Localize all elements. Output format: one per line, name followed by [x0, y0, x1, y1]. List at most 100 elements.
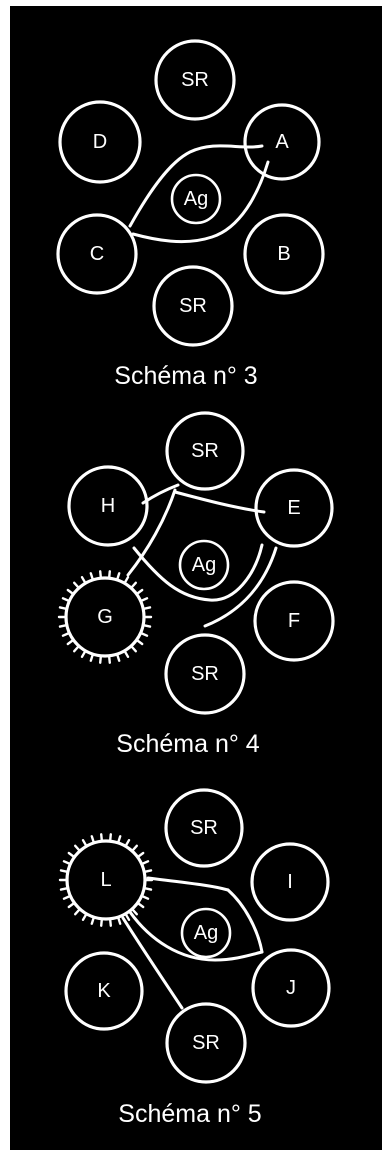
link-i-to-j [226, 888, 264, 954]
spike-mark [130, 844, 139, 853]
link-l-to-j-arc [128, 910, 264, 962]
spike-ring [58, 833, 154, 927]
spike-mark [116, 835, 122, 845]
node-label: C [90, 243, 104, 265]
spike-mark [81, 912, 88, 921]
node-label: K [97, 980, 111, 1002]
node-i: I [250, 842, 330, 922]
schema-caption: Schéma n° 4 [116, 730, 260, 758]
spike-mark [115, 572, 121, 582]
spike-mark [107, 654, 112, 664]
spike-mark [115, 652, 121, 662]
link-l-to-i [146, 876, 230, 892]
node-label: D [93, 131, 107, 153]
spike-mark [59, 869, 70, 874]
schema-caption: Schéma n° 3 [114, 362, 257, 390]
link-h-to-e-arc [132, 543, 264, 602]
spike-mark [98, 654, 103, 664]
spike-ring [57, 570, 153, 664]
node-label: B [277, 243, 290, 265]
spike-mark [99, 917, 104, 927]
node-label: F [288, 610, 300, 632]
schema-5: SR L I Ag K J [58, 788, 331, 1128]
spike-mark [81, 839, 88, 848]
node-label: L [100, 869, 111, 891]
spike-mark [140, 894, 150, 900]
link-e-to-f-arc [203, 546, 278, 628]
spike-mark [62, 860, 72, 866]
spike-mark [59, 886, 70, 891]
node-label: H [101, 495, 115, 517]
spike-mark [72, 581, 81, 590]
spike-mark [67, 851, 76, 859]
node-ag: Ag [170, 173, 222, 225]
node-f: F [253, 580, 335, 662]
spike-mark [61, 631, 71, 637]
node-label: G [97, 606, 113, 628]
node-label: Ag [184, 188, 208, 210]
node-ag: Ag [178, 539, 230, 591]
node-label: SR [181, 69, 209, 91]
spike-mark [89, 572, 95, 582]
spike-mark [116, 915, 122, 925]
spike-mark [136, 901, 145, 909]
spike-mark [142, 869, 153, 874]
spike-mark [139, 597, 149, 603]
node-sr-top: SR [165, 411, 245, 491]
node-g-spiked: G [57, 570, 153, 664]
node-label: J [286, 977, 296, 999]
spike-mark [124, 912, 131, 921]
spike-mark [80, 649, 87, 658]
node-ag: Ag [180, 907, 232, 959]
spike-mark [66, 638, 75, 646]
spike-mark [99, 833, 104, 843]
schema-5-links [121, 876, 264, 1010]
spike-mark [73, 907, 82, 916]
link-a-to-c-lower [131, 160, 270, 244]
node-b: B [243, 213, 325, 295]
node-e: E [254, 468, 334, 548]
spike-mark [129, 644, 138, 653]
spike-mark [62, 894, 72, 900]
node-l-spiked: L [58, 833, 154, 927]
spike-mark [124, 839, 131, 848]
spike-mark [89, 652, 95, 662]
spike-mark [66, 588, 75, 596]
spike-mark [141, 606, 152, 611]
spike-mark [130, 907, 139, 916]
node-label: SR [192, 1032, 220, 1054]
node-sr-bottom: SR [152, 265, 234, 347]
spike-mark [123, 649, 130, 658]
spike-mark [123, 576, 130, 585]
node-sr-bottom: SR [165, 1002, 247, 1084]
node-label: E [287, 497, 300, 519]
spike-mark [135, 638, 144, 646]
spike-mark [98, 570, 103, 580]
spike-mark [135, 588, 144, 596]
spike-mark [80, 576, 87, 585]
spike-mark [136, 851, 145, 859]
spike-mark [73, 844, 82, 853]
spike-mark [139, 631, 149, 637]
node-h: H [67, 465, 149, 547]
node-label: SR [191, 440, 219, 462]
spike-mark [129, 581, 138, 590]
node-j: J [251, 948, 331, 1028]
link-e-to-sr [173, 490, 266, 514]
node-label: SR [179, 295, 207, 317]
spike-mark [108, 833, 113, 843]
spike-mark [67, 901, 76, 909]
schema-3: SR D A Ag C B [56, 39, 325, 390]
link-sr-to-g [126, 488, 177, 577]
node-label: Ag [194, 922, 218, 944]
spike-mark [61, 597, 71, 603]
spike-mark [90, 915, 96, 925]
link-l-to-sr [121, 916, 184, 1010]
node-sr-top: SR [164, 788, 244, 868]
spike-mark [140, 860, 150, 866]
spike-mark [72, 644, 81, 653]
link-a-to-c-upper [128, 144, 264, 228]
spike-mark [108, 917, 113, 927]
